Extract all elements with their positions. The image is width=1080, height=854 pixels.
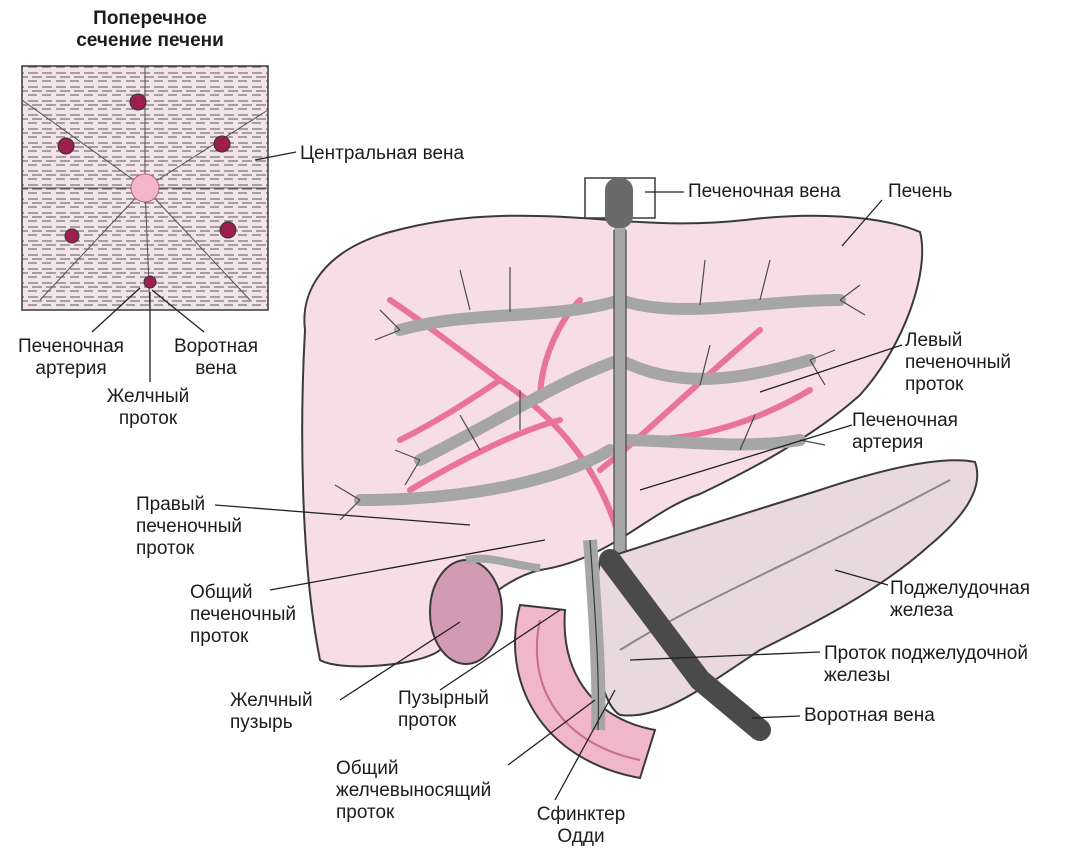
pancreatic-duct-label: Проток поджелудочной железы — [824, 643, 1028, 686]
inset-bile-duct-label: Желчный проток — [106, 386, 190, 429]
common-hepatic-duct-label: Общий печеночный проток — [190, 582, 296, 647]
portal-vein-label: Воротная вена — [804, 705, 935, 726]
portal-triads — [57, 93, 237, 289]
portal-vein — [599, 549, 771, 741]
pancreas-label: Поджелудочная железа — [890, 578, 1030, 621]
hepatic-vein — [584, 177, 656, 228]
inset-portal-vein-label: Воротная вена — [173, 336, 258, 379]
liver-label: Печень — [888, 181, 953, 202]
common-bile-duct — [583, 539, 606, 731]
cystic-duct-label: Пузырный проток — [398, 688, 489, 731]
leader-lines — [214, 191, 903, 801]
central-vein-label: Центральная вена — [300, 143, 465, 164]
liver — [301, 214, 924, 668]
hepatic-artery-label: Печеночная артерия — [852, 410, 958, 453]
gallbladder-label: Желчный пузырь — [230, 690, 313, 733]
common-bile-duct-label: Общий желчевыносящий проток — [336, 758, 492, 823]
inset-title: Поперечное сечение печени — [76, 8, 224, 51]
hepatic-vein-label: Печеночная вена — [688, 181, 841, 202]
right-hepatic-duct-label: Правый печеночный проток — [136, 494, 242, 559]
sphincter-of-oddi-label: Сфинктер Одди — [536, 804, 626, 847]
cross-section-inset — [21, 65, 297, 382]
inset-hepatic-artery-label: Печеночная артерия — [18, 336, 124, 379]
central-vein-shape — [130, 173, 160, 203]
left-hepatic-duct-label: Левый печеночный проток — [905, 330, 1011, 395]
gallbladder — [429, 554, 541, 665]
duodenum — [514, 603, 657, 780]
